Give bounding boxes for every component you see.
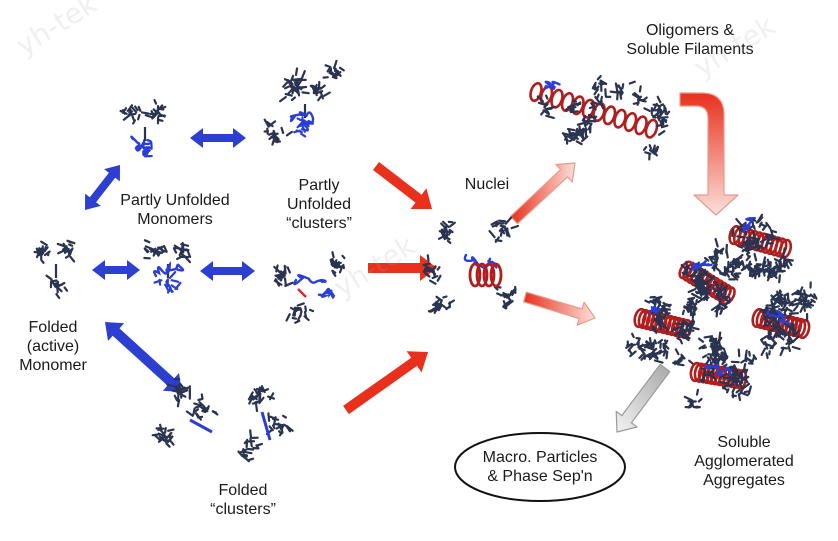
folded-clusters-icon: [151, 378, 294, 463]
arrow-clusters-to-nuclei-top: [373, 162, 432, 209]
folded-clusters-line-2: “clusters”: [210, 501, 276, 518]
folded-clusters-line-1: Folded: [218, 482, 268, 499]
soluble-aggregates-line-3: Aggregates: [703, 472, 785, 489]
partly-unfolded-cluster-top-icon: [283, 67, 308, 97]
oligomers-label: Oligomers & Soluble Filaments: [590, 21, 790, 59]
partly-unfolded-clusters-line-2: Unfolded: [286, 196, 352, 213]
oligomer-filament-icon: [529, 74, 671, 161]
partly-unfolded-cluster-top-icon: [322, 59, 345, 80]
arrow-monomer-to-folded-clusters: [105, 322, 182, 392]
arrow-partly-unfolded-monomers-to-clusters: [190, 128, 246, 148]
macro-particles-line-2: & Phase Sep'n: [487, 468, 593, 485]
arrow-partly-unfolded-to-cluster: [200, 261, 255, 281]
folded-monomer-label-line-3: Monomer: [19, 357, 87, 374]
soluble-aggregates-line-1: Soluble: [717, 434, 771, 451]
partly-unfolded-monomers-label: Partly Unfolded Monomers: [104, 191, 246, 229]
folded-clusters-label: Folded “clusters”: [196, 481, 290, 519]
partly-unfolded-clusters-label: Partly Unfolded “clusters”: [272, 176, 366, 233]
soluble-aggregates-label: Soluble Agglomerated Aggregates: [676, 433, 812, 490]
arrow-folded-clusters-to-nuclei: [343, 351, 428, 415]
arrow-nuclei-to-aggregates: [522, 291, 596, 326]
partly-unfolded-cluster-top-icon: [279, 74, 331, 138]
partly-unfolded-monomers-line-2: Monomers: [137, 211, 213, 228]
soluble-aggregates-line-2: Agglomerated: [694, 453, 794, 470]
partly-unfolded-cluster-top-icon: [263, 118, 293, 146]
arrow-nuclei-to-oligomers: [510, 162, 576, 225]
partly-unfolded-cluster-middle-icon: [273, 251, 346, 324]
arrow-cluster-to-nuclei-middle: [368, 255, 437, 281]
oligomers-line-1: Oligomers &: [645, 22, 735, 39]
soluble-aggregate-icon: [625, 213, 818, 409]
arrow-oligomers-to-aggregates: [679, 92, 739, 216]
macro-particles-label: Macro. Particles & Phase Sep'n: [465, 448, 615, 486]
nuclei-line: Nuclei: [464, 176, 510, 193]
partly-unfolded-monomer-top-icon: [119, 98, 167, 158]
arrow-monomer-to-partly-unfolded: [92, 260, 140, 280]
folded-monomer-label-line-2: (active): [26, 338, 80, 355]
folded-monomer-icon: [33, 239, 76, 299]
oligomers-line-2: Soluble Filaments: [626, 41, 754, 58]
nuclei-label: Nuclei: [452, 175, 522, 194]
macro-particles-ellipse: [454, 432, 626, 502]
partly-unfolded-clusters-line-3: “clusters”: [286, 215, 352, 232]
molecule-layer: [33, 59, 818, 463]
macro-particles-line-1: Macro. Particles: [482, 449, 598, 466]
partly-unfolded-monomers-line-1: Partly Unfolded: [120, 192, 230, 209]
folded-monomer-label-line-1: Folded: [28, 319, 78, 336]
arrow-layer: [85, 92, 739, 433]
arrow-folded-to-partly-unfolded-monomers: [85, 165, 120, 210]
nuclei-icon: [422, 216, 520, 315]
partly-unfolded-clusters-line-1: Partly: [298, 177, 340, 194]
partly-unfolded-monomer-middle-icon: [143, 239, 192, 294]
folded-monomer-label: Folded (active) Monomer: [8, 318, 98, 375]
arrow-aggregates-to-macro-particles: [615, 363, 671, 433]
